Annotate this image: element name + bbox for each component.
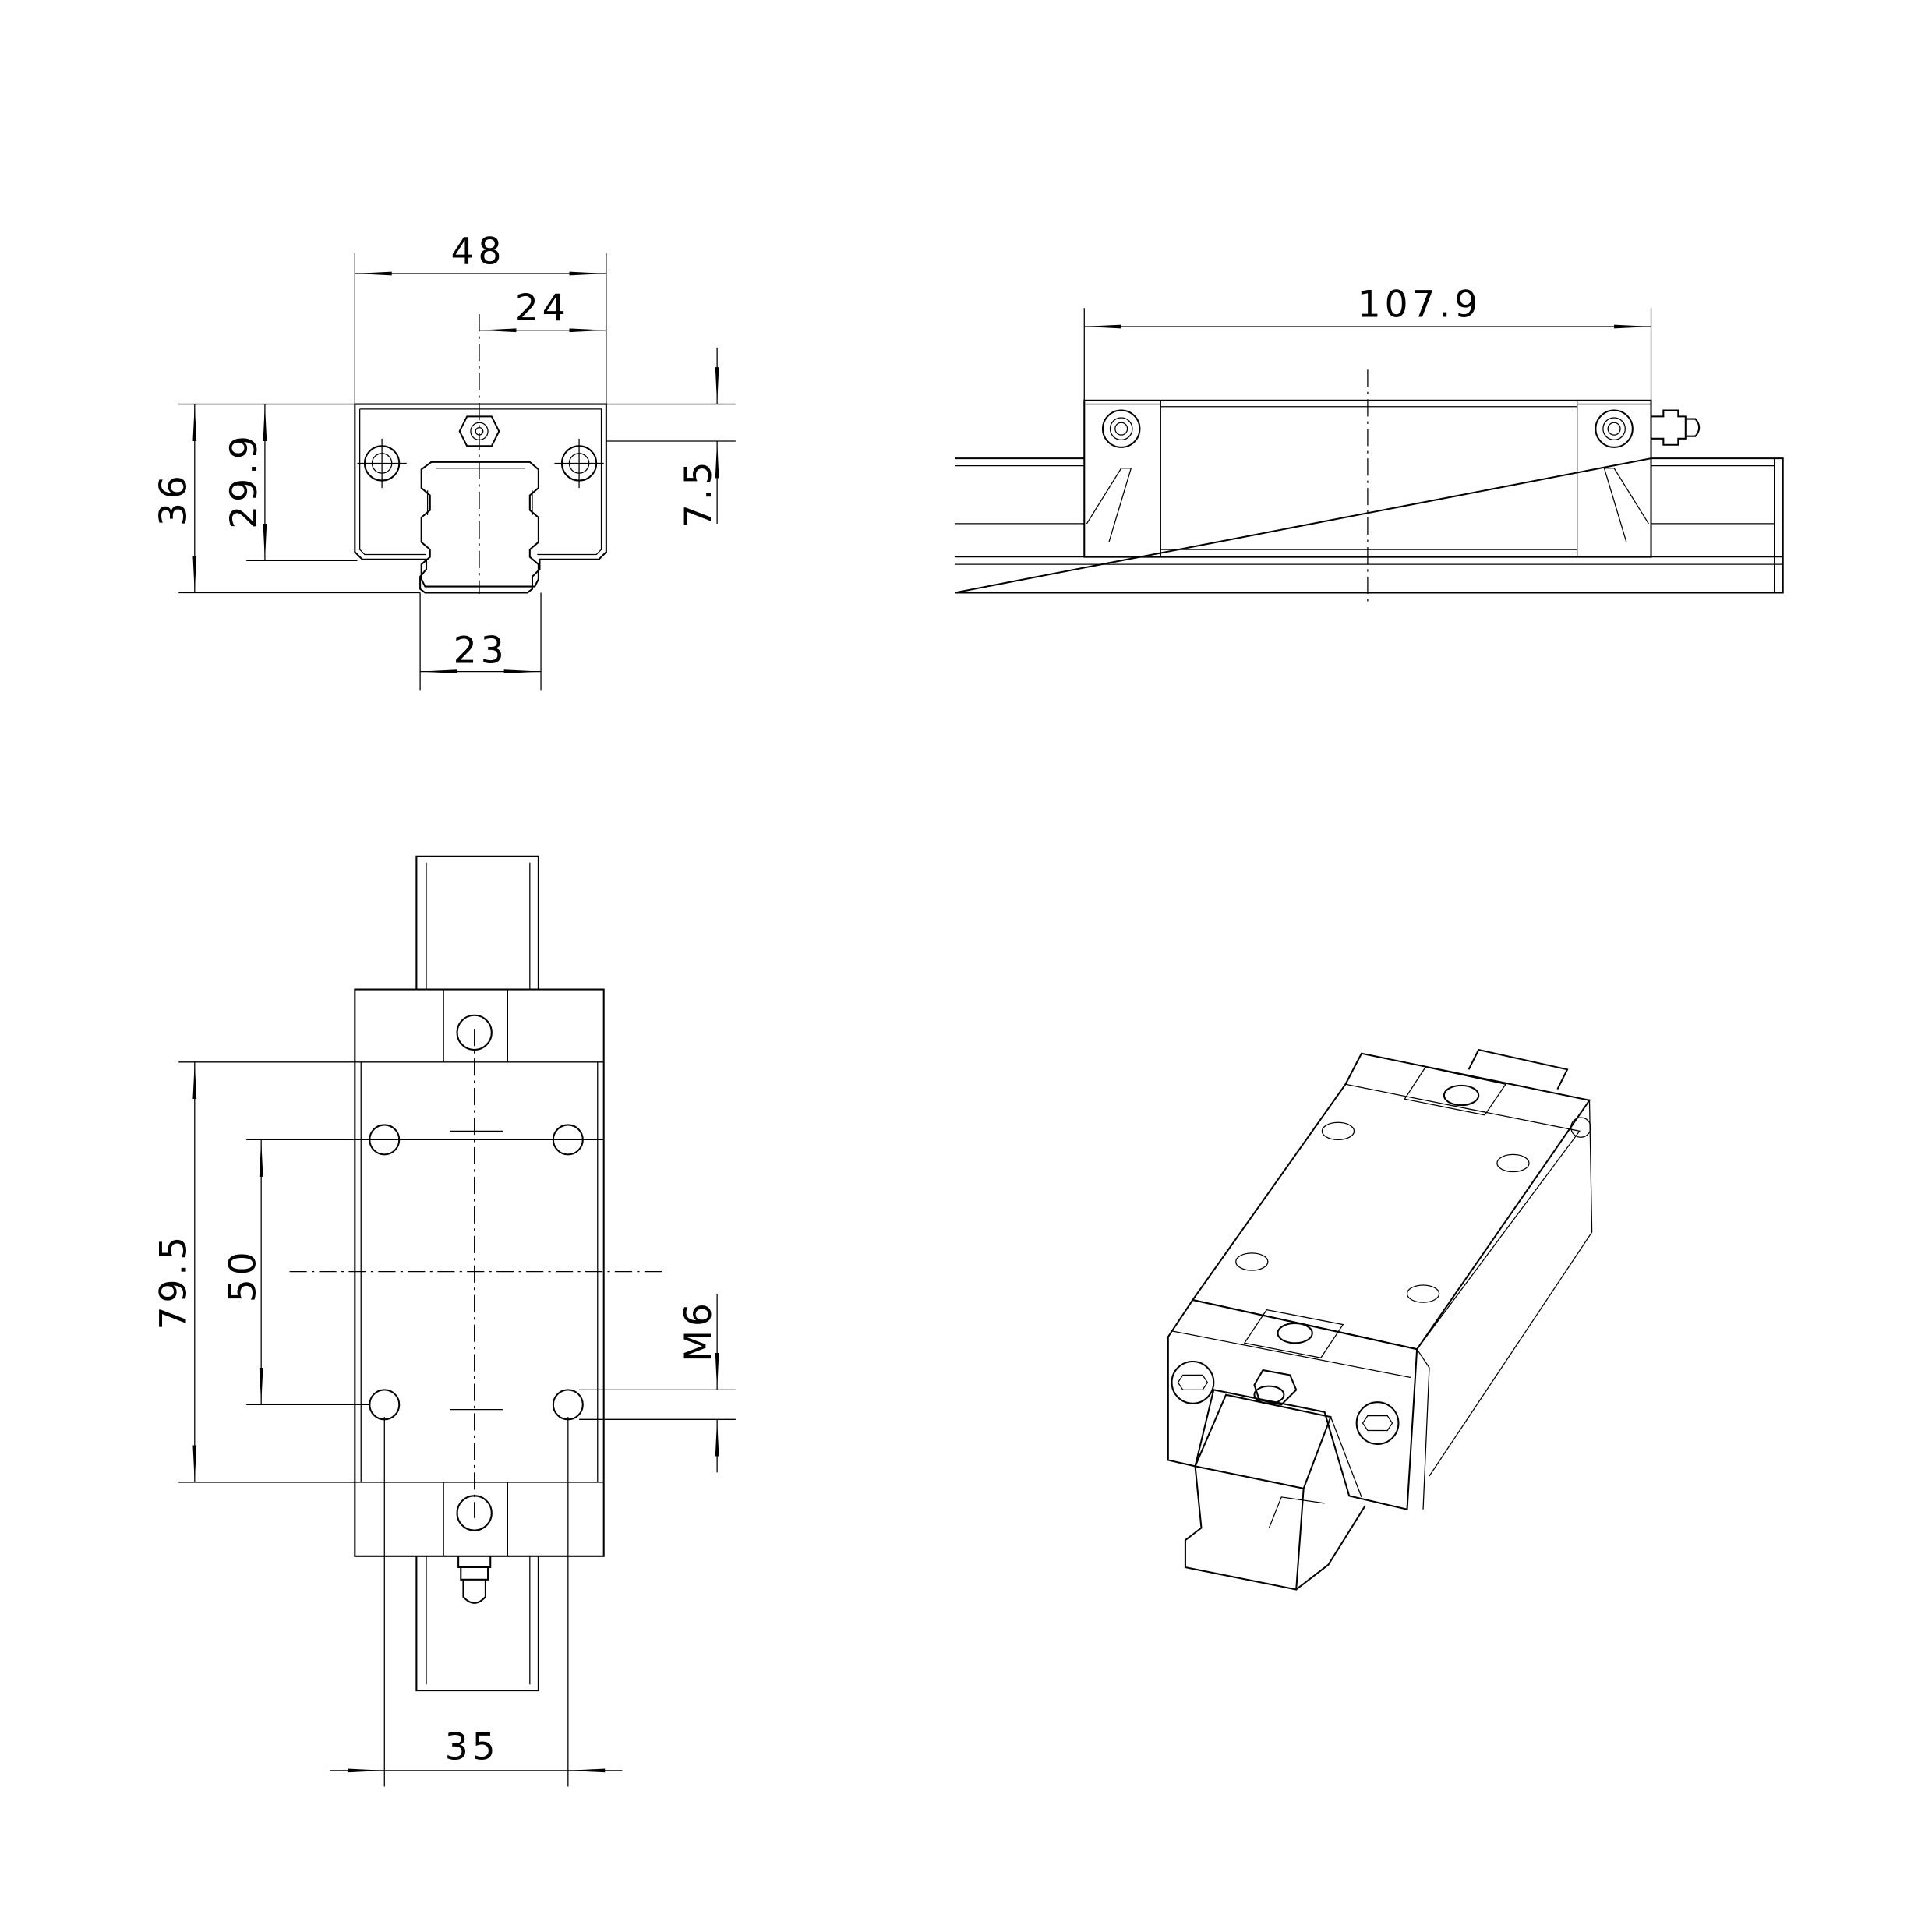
rail-profile (420, 461, 539, 588)
dim-36: 36 (153, 472, 196, 526)
dim-23: 23 (454, 630, 508, 673)
dim-m6: M6 (677, 1299, 720, 1362)
block-inner-outline (359, 408, 602, 556)
dim-29-9: 29.9 (223, 432, 266, 529)
bolt-left (357, 438, 407, 489)
dim-35: 35 (445, 1726, 500, 1769)
rail (955, 457, 1784, 594)
end-hole-top (456, 1014, 493, 1051)
dim-50: 50 (221, 1248, 264, 1302)
block-outline (354, 403, 607, 594)
dim-7-5: 7.5 (677, 458, 720, 528)
bolt-left-side (1101, 409, 1141, 448)
block-body (354, 988, 605, 1557)
dim-79-5: 79.5 (153, 1233, 196, 1330)
bolt-right (554, 438, 604, 489)
front-view: 48 24 36 29.9 7.5 23 (153, 230, 736, 691)
isometric-view (1167, 1048, 1593, 1591)
bolt-front-left (1171, 1360, 1215, 1404)
dim-107-9: 107.9 (1358, 283, 1482, 326)
side-view: 107.9 (955, 283, 1784, 604)
rail (415, 855, 539, 1692)
dim-24: 24 (515, 287, 570, 330)
bolt-front-right (1355, 1401, 1400, 1445)
grease-nipple-icon (457, 1556, 492, 1604)
top-view: 79.5 50 M6 35 (153, 855, 736, 1787)
mount-hole (552, 1389, 584, 1421)
rail-front (1184, 1393, 1366, 1591)
grease-nipple-icon (1651, 409, 1701, 446)
block-front-face (1167, 1298, 1418, 1510)
bolt-right-side (1595, 409, 1634, 448)
mount-hole (369, 1389, 401, 1421)
dim-48: 48 (451, 230, 506, 273)
grease-nipple-icon (1253, 1369, 1298, 1406)
block-top-face (1191, 1052, 1591, 1351)
rail-back (1468, 1048, 1569, 1090)
